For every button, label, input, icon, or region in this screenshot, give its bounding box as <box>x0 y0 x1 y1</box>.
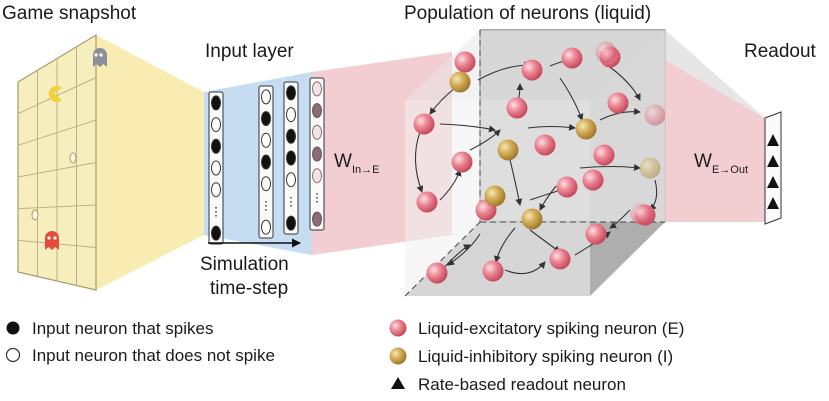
input-neuron-spike <box>261 154 271 170</box>
legend-excitatory-text: Liquid-excitatory spiking neuron (E) <box>418 319 684 338</box>
simulation-label-line1: Simulation <box>200 254 289 275</box>
input-neuron-no-spike <box>211 160 221 176</box>
w-out-label: WE→Out <box>694 151 748 176</box>
inhibitory-neuron <box>521 208 543 230</box>
inhibitory-neuron <box>484 185 506 207</box>
liquid-synapses <box>414 56 658 275</box>
excitatory-neuron <box>585 223 607 245</box>
input-layer-title: Input layer <box>205 41 294 62</box>
excitatory-neuron <box>595 41 617 63</box>
input-neuron-spike <box>211 138 221 154</box>
excitatory-neuron <box>521 59 543 81</box>
input-ellipsis: ⋮ <box>285 194 297 208</box>
w-in-label: WIn→E <box>334 151 379 176</box>
grid-line-horizontal <box>17 162 97 178</box>
input-neuron-no-spike <box>286 172 296 188</box>
legend-inhibitory-text: Liquid-inhibitory spiking neuron (I) <box>418 347 673 366</box>
input-neuron-no-spike <box>312 81 322 97</box>
excitatory-neuron <box>549 248 571 270</box>
grid-line-horizontal <box>17 204 97 210</box>
input-neuron-no-spike <box>312 211 322 227</box>
input-neuron-no-spike <box>261 176 271 192</box>
grid-line-horizontal <box>17 77 97 115</box>
input-neuron-spike <box>286 128 296 144</box>
excitatory-neuron <box>413 113 435 135</box>
excitatory-neuron <box>454 51 476 73</box>
legend-spike-text: Input neuron that spikes <box>32 319 213 338</box>
excitatory-neuron <box>607 92 629 114</box>
excitatory-neuron <box>561 47 583 69</box>
readout-projection-top <box>665 30 765 118</box>
input-neuron-spike <box>286 85 296 101</box>
legend-no-spike-text: Input neuron that does not spike <box>32 346 275 365</box>
pacman-icon <box>48 86 62 102</box>
input-neuron-no-spike <box>261 89 271 105</box>
pellet <box>31 209 39 221</box>
game-snapshot-title: Game snapshot <box>2 3 137 24</box>
input-ellipsis: ⋮ <box>210 204 222 218</box>
input-neuron-no-spike <box>312 146 322 162</box>
input-neuron-spike <box>211 95 221 111</box>
ghost-icon-red <box>45 231 59 250</box>
readout-neuron <box>767 197 779 209</box>
input-ellipsis: ⋮ <box>311 190 323 204</box>
readout-title: Readout <box>744 41 817 62</box>
inhibitory-neuron <box>575 118 597 140</box>
excitatory-neuron <box>506 97 528 119</box>
input-neuron-no-spike <box>286 107 296 123</box>
input-neuron-spike <box>286 150 296 166</box>
grid-line-horizontal <box>17 119 97 146</box>
input-neuron-no-spike <box>211 117 221 133</box>
excitatory-neuron <box>426 262 448 284</box>
legend-no-spike-marker <box>5 347 21 363</box>
inhibitory-neuron <box>449 71 471 93</box>
population-title: Population of neurons (liquid) <box>404 3 651 24</box>
legend: Input neuron that spikes Input neuron th… <box>5 319 684 394</box>
input-neuron-columns: ⋮ ⋮ ⋮ ⋮ <box>208 77 325 245</box>
liquid-to-readout-projection <box>665 60 765 222</box>
input-neuron-no-spike <box>312 124 322 140</box>
simulation-label-line2: time-step <box>210 278 288 299</box>
legend-readout-text: Rate-based readout neuron <box>418 375 626 394</box>
excitatory-neuron <box>556 176 578 198</box>
liquid-neurons <box>413 41 666 284</box>
input-neuron-no-spike <box>211 182 221 198</box>
excitatory-neuron <box>482 260 504 282</box>
excitatory-neuron <box>416 191 438 213</box>
readout-neuron <box>767 155 779 167</box>
game-grid <box>17 33 107 291</box>
excitatory-neuron <box>582 169 604 191</box>
excitatory-neuron <box>534 134 556 156</box>
readout-box <box>764 111 782 225</box>
input-neuron-no-spike <box>312 168 322 184</box>
legend-inhibitory-marker <box>389 347 407 365</box>
input-neuron-spike <box>261 111 271 127</box>
readout-neuron <box>767 176 779 188</box>
input-neuron-no-spike <box>312 103 322 119</box>
excitatory-neuron <box>630 203 652 225</box>
legend-spike-marker <box>6 321 20 335</box>
input-neuron-spike <box>211 225 221 241</box>
readout-column <box>764 111 782 225</box>
input-ellipsis: ⋮ <box>260 198 272 212</box>
pellet <box>69 152 77 164</box>
readout-neuron <box>767 134 779 146</box>
excitatory-neuron <box>593 144 615 166</box>
grid-projection <box>96 35 204 290</box>
input-neuron-no-spike <box>261 219 271 235</box>
excitatory-neuron <box>644 104 666 126</box>
legend-readout-marker <box>391 377 405 389</box>
inhibitory-neuron <box>639 157 661 179</box>
ghost-icon-grey <box>93 48 107 67</box>
inhibitory-neuron <box>497 139 519 161</box>
excitatory-neuron <box>451 151 473 173</box>
input-neuron-spike <box>286 215 296 231</box>
input-neuron-no-spike <box>261 132 271 148</box>
legend-excitatory-marker <box>389 319 407 337</box>
